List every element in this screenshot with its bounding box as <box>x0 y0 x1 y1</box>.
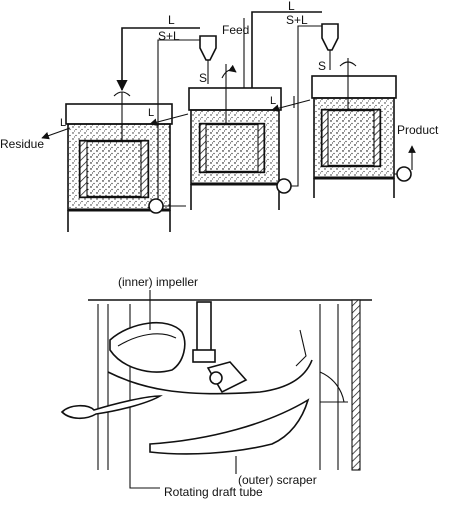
vessel-2-lid <box>189 88 281 110</box>
inner-impeller-blade <box>110 323 185 372</box>
vessel-3-basket-wall-left <box>322 110 328 166</box>
label-inner-impeller: (inner) impeller <box>118 275 198 289</box>
label-product: Product <box>397 123 439 137</box>
impeller-arm-end <box>296 330 306 366</box>
vessel-2-basket-wall-left <box>200 124 206 172</box>
vessel-1-basket-wall-left <box>80 141 87 197</box>
label-feed: Feed <box>222 23 249 37</box>
pump-1-icon <box>149 199 163 213</box>
pump-3-icon <box>397 167 411 181</box>
vessel-2-rotation-icon <box>222 70 236 78</box>
label-residue: Residue <box>0 137 44 151</box>
label-liquid-side-2: L <box>270 95 276 107</box>
vessel-2-basket-wall-right <box>258 124 264 172</box>
right-paddle <box>320 372 344 402</box>
vessel-wall-right <box>352 300 360 470</box>
label-slurry-right: S+L <box>286 13 308 27</box>
leader-draft-tube <box>130 470 160 488</box>
vessel-3-lid <box>312 76 396 98</box>
impeller-coupling-pin <box>210 372 222 384</box>
label-liquid-top-left: L <box>168 13 175 27</box>
label-solids-right: S <box>318 59 326 73</box>
vessel-2 <box>189 64 281 210</box>
vessel-1-basket-wall-right <box>141 141 148 197</box>
outer-scraper <box>150 400 308 454</box>
impeller-detail: (inner) impeller (outer) scraper Rotatin… <box>62 275 372 499</box>
extraction-flow-schematic: L S+L Feed L S+L S S Residue Product L L… <box>0 0 439 232</box>
label-solids-mid: S <box>199 71 207 85</box>
separator-2-body <box>322 24 338 50</box>
vessel-2-basket <box>200 124 264 172</box>
label-liquid-top-right: L <box>288 0 295 13</box>
vessel-3-basket <box>322 110 380 166</box>
scoop-blade <box>62 396 160 418</box>
pump-2-icon <box>277 179 291 193</box>
label-liquid-side-1: L <box>148 107 154 119</box>
separator-1-body <box>200 36 216 60</box>
label-slurry-left: S+L <box>158 29 180 43</box>
label-rotating-draft-tube: Rotating draft tube <box>164 485 263 499</box>
impeller-hub <box>193 350 215 362</box>
impeller-shaft <box>197 302 211 356</box>
vessel-1-basket <box>80 141 148 197</box>
vessel-3-basket-wall-right <box>374 110 380 166</box>
label-liquid-side-3: L <box>60 117 66 129</box>
vessel-3 <box>312 58 396 198</box>
residue-arrow <box>42 128 70 138</box>
vessel-1-lid <box>66 104 172 124</box>
